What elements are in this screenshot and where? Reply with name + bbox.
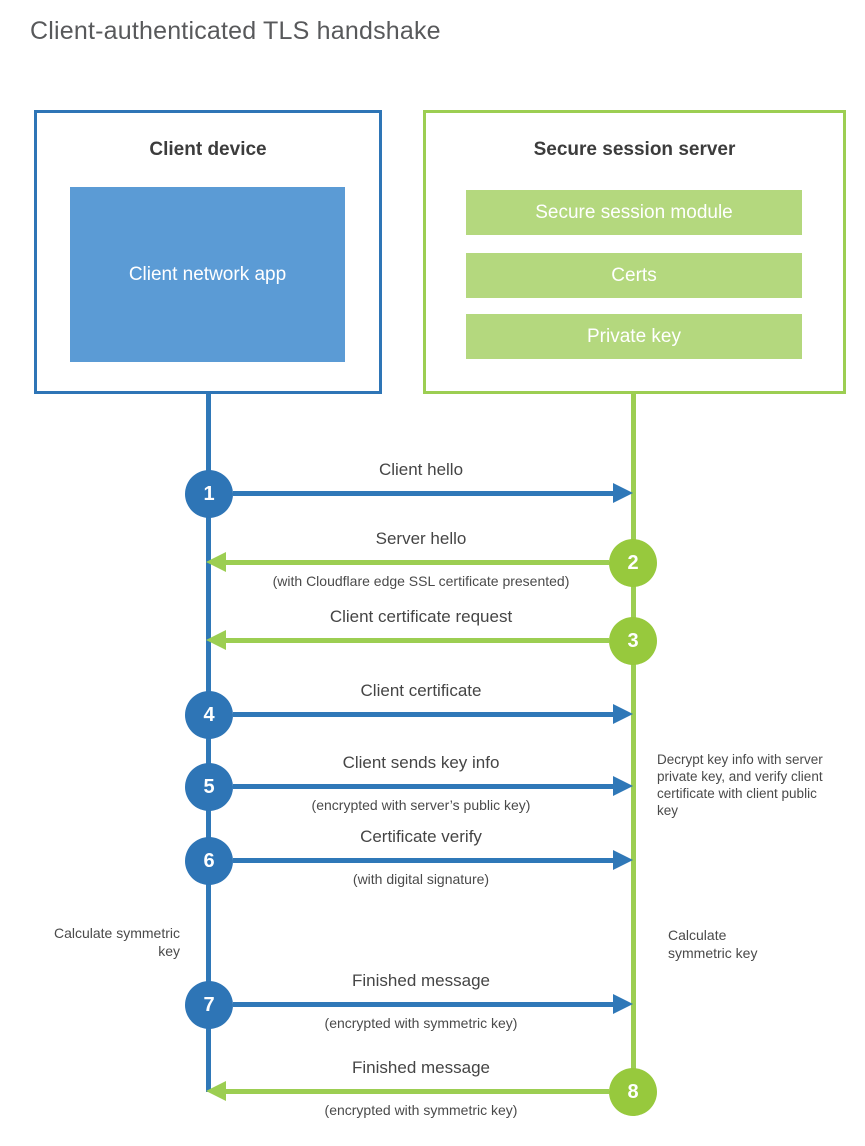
step-number-badge: 3	[609, 617, 657, 665]
arrow-line	[233, 491, 613, 496]
step-number-badge: 5	[185, 763, 233, 811]
arrow-line	[233, 784, 613, 789]
step-label: Server hello	[375, 529, 467, 548]
arrow-head-icon	[613, 704, 633, 724]
client-lifeline	[206, 394, 211, 1092]
step-label: Finished message	[352, 971, 490, 990]
arrow-line	[226, 1089, 609, 1094]
step-sublabel: (with digital signature)	[352, 871, 490, 887]
client-app-label: Client network app	[128, 263, 287, 285]
arrow-head-icon	[206, 1081, 226, 1101]
client-network-app-rect: Client network app	[70, 187, 345, 362]
arrow-head-icon	[613, 850, 633, 870]
arrow-line	[233, 858, 613, 863]
arrow-line	[233, 1002, 613, 1007]
arrow-line	[233, 712, 613, 717]
client-box-title: Client device	[149, 139, 267, 160]
arrow-head-icon	[206, 552, 226, 572]
arrow-head-icon	[613, 483, 633, 503]
arrow-head-icon	[613, 994, 633, 1014]
arrow-line	[226, 638, 609, 643]
arrow-head-icon	[206, 630, 226, 650]
secure-session-server-box: Secure session server Secure session mod…	[423, 110, 846, 394]
arrow-line	[226, 560, 609, 565]
server-box-title: Secure session server	[533, 139, 736, 160]
page-title: Client-authenticated TLS handshake	[30, 17, 441, 45]
arrow-head-icon	[613, 776, 633, 796]
step-label: Client certificate	[360, 681, 482, 700]
server-private-key-bar: Private key	[466, 314, 802, 359]
step-label: Client certificate request	[329, 607, 513, 626]
step-sublabel: (encrypted with symmetric key)	[324, 1102, 518, 1118]
server-decrypt-note: Decrypt key info with server private key…	[657, 752, 823, 818]
server-calculate-note: Calculate symmetric key	[668, 927, 758, 961]
step-sublabel: (with Cloudflare edge SSL certificate pr…	[272, 573, 570, 589]
server-certs-bar: Certs	[466, 253, 802, 298]
step-label: Finished message	[352, 1058, 490, 1077]
step-label: Certificate verify	[360, 827, 482, 846]
step-number-badge: 6	[185, 837, 233, 885]
step-number-badge: 1	[185, 470, 233, 518]
step-number-badge: 8	[609, 1068, 657, 1116]
step-number-badge: 2	[609, 539, 657, 587]
step-number-badge: 4	[185, 691, 233, 739]
step-label: Client sends key info	[342, 753, 500, 772]
client-device-box: Client device Client network app	[34, 110, 382, 394]
step-number-badge: 7	[185, 981, 233, 1029]
server-module-bar: Secure session module	[466, 190, 802, 235]
step-sublabel: (encrypted with symmetric key)	[324, 1015, 518, 1031]
step-label: Client hello	[378, 460, 464, 479]
client-calculate-note: Calculate symmetric key	[53, 925, 180, 959]
step-sublabel: (encrypted with server’s public key)	[311, 797, 531, 813]
server-lifeline	[631, 394, 636, 1092]
